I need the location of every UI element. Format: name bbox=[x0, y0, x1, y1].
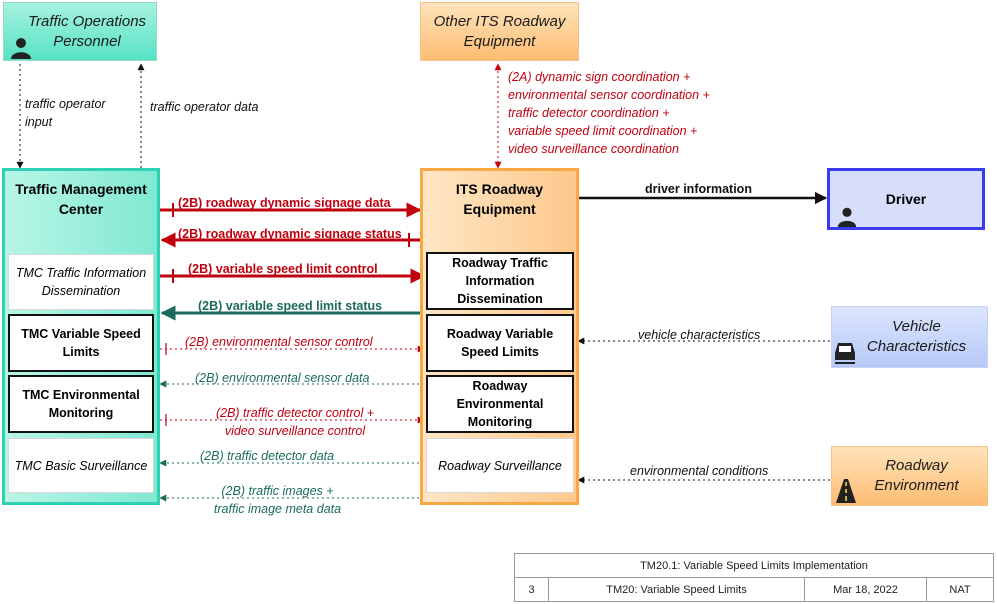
its-coordination-line-2: environmental sensor coordination + bbox=[508, 88, 710, 102]
tmc-basic-surveillance[interactable]: TMC Basic Surveillance bbox=[8, 438, 154, 493]
detector-data-label: (2B) traffic detector data bbox=[200, 449, 335, 463]
its-coordination-line-4: variable speed limit coordination + bbox=[508, 124, 698, 138]
operator-input-label: traffic operator input bbox=[25, 97, 106, 129]
env-conditions-label: environmental conditions bbox=[630, 464, 769, 478]
title-block-title: TM20.1: Variable Speed Limits Implementa… bbox=[515, 554, 993, 578]
tmc-environmental-monitoring[interactable]: TMC Environmental Monitoring bbox=[8, 375, 154, 433]
detector-control-label: (2B) traffic detector control + video su… bbox=[185, 404, 405, 440]
other-its-equipment-terminator[interactable]: Other ITS Roadway Equipment bbox=[420, 2, 579, 61]
title-block: TM20.1: Variable Speed Limits Implementa… bbox=[514, 553, 994, 602]
detector-control-line-2: video surveillance control bbox=[224, 424, 366, 438]
vehicle-characteristics-terminator[interactable]: Vehicle Characteristics bbox=[831, 306, 988, 368]
tmc-traffic-info-dissemination[interactable]: TMC Traffic Information Dissemination bbox=[8, 254, 154, 310]
car-icon bbox=[835, 343, 855, 364]
env-sensor-control-label: (2B) environmental sensor control bbox=[185, 335, 373, 349]
other-its-equipment-label: Other ITS Roadway Equipment bbox=[433, 12, 566, 50]
operator-data-label: traffic operator data bbox=[150, 100, 259, 114]
tmc-title: Traffic Management Center bbox=[15, 181, 147, 217]
its-title: ITS Roadway Equipment bbox=[455, 181, 544, 217]
traffic-ops-personnel-terminator[interactable]: Traffic Operations Personnel bbox=[3, 2, 157, 61]
signage-data-label: (2B) roadway dynamic signage data bbox=[178, 196, 391, 210]
vehicle-characteristics-label: Vehicle Characteristics bbox=[866, 318, 967, 355]
signage-status-label: (2B) roadway dynamic signage status bbox=[178, 227, 402, 241]
traffic-images-line-2: traffic image meta data bbox=[213, 502, 342, 516]
title-block-author: NAT bbox=[949, 583, 971, 596]
traffic-images-line-1: (2B) traffic images + bbox=[221, 484, 334, 498]
its-coordination-line-3: traffic detector coordination + bbox=[508, 106, 670, 120]
tmc-variable-speed-limits[interactable]: TMC Variable Speed Limits bbox=[8, 314, 154, 372]
roadway-surveillance[interactable]: Roadway Surveillance bbox=[426, 438, 574, 493]
road-icon bbox=[836, 479, 856, 503]
title-block-date: Mar 18, 2022 bbox=[805, 578, 927, 601]
traffic-ops-personnel-label: Traffic Operations Personnel bbox=[27, 12, 147, 50]
person-icon bbox=[837, 207, 857, 227]
roadway-environmental-monitoring[interactable]: Roadway Environmental Monitoring bbox=[426, 375, 574, 433]
driver-info-label: driver information bbox=[645, 182, 752, 196]
vsl-status-label: (2B) variable speed limit status bbox=[198, 299, 383, 313]
its-coordination-label: (2A) dynamic sign coordination + environ… bbox=[508, 68, 710, 158]
roadway-environment-label: Roadway Environment bbox=[874, 457, 959, 494]
title-block-number: 3 bbox=[515, 578, 549, 601]
its-coordination-line-5: video surveillance coordination bbox=[508, 142, 679, 156]
traffic-images-label: (2B) traffic images + traffic image meta… bbox=[190, 482, 365, 518]
vsl-control-label: (2B) variable speed limit control bbox=[188, 262, 378, 276]
roadway-variable-speed-limits[interactable]: Roadway Variable Speed Limits bbox=[426, 314, 574, 372]
person-icon bbox=[11, 38, 31, 59]
vehicle-char-label: vehicle characteristics bbox=[638, 328, 761, 342]
title-block-package: TM20: Variable Speed Limits bbox=[549, 578, 805, 601]
detector-control-line-1: (2B) traffic detector control + bbox=[215, 406, 375, 420]
roadway-environment-terminator[interactable]: Roadway Environment bbox=[831, 446, 988, 506]
driver-terminator[interactable]: Driver bbox=[827, 168, 985, 230]
env-sensor-data-label: (2B) environmental sensor data bbox=[195, 371, 370, 385]
driver-label: Driver bbox=[885, 191, 927, 207]
its-coordination-line-1: (2A) dynamic sign coordination + bbox=[508, 70, 691, 84]
roadway-traffic-info-dissemination[interactable]: Roadway Traffic Information Disseminatio… bbox=[426, 252, 574, 310]
